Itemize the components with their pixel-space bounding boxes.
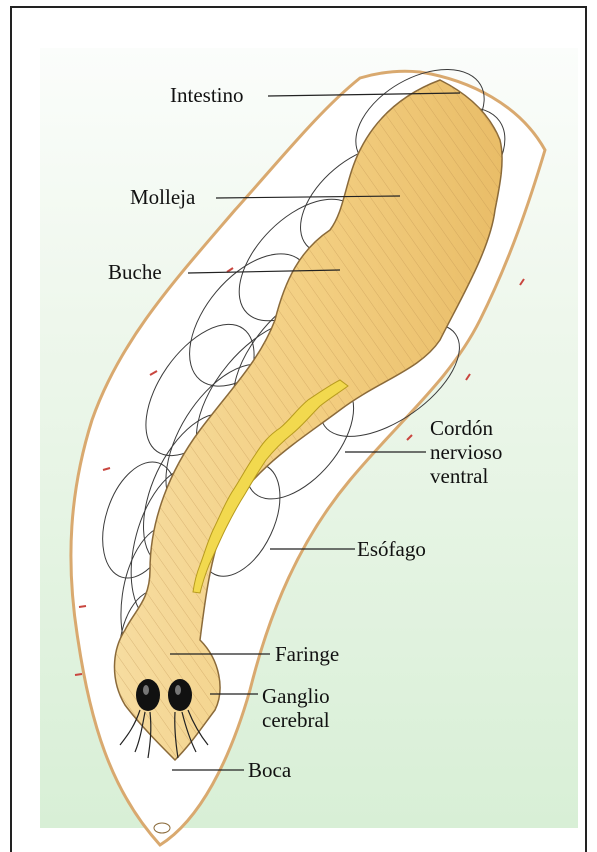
ganglion-left: [136, 679, 160, 711]
label-intestino: Intestino: [170, 83, 244, 107]
label-boca: Boca: [248, 758, 291, 782]
label-esofago: Esófago: [357, 537, 426, 561]
label-molleja: Molleja: [130, 185, 195, 209]
mouth: [154, 823, 170, 833]
label-cordon-line3: ventral: [430, 464, 488, 488]
label-cordon-line1: Cordón: [430, 416, 493, 440]
ganglion-right: [168, 679, 192, 711]
label-faringe: Faringe: [275, 642, 339, 666]
label-ganglio-line2: cerebral: [262, 708, 330, 732]
label-cordon-line2: nervioso: [430, 440, 502, 464]
label-ganglio-line1: Ganglio: [262, 684, 330, 708]
label-buche: Buche: [108, 260, 162, 284]
